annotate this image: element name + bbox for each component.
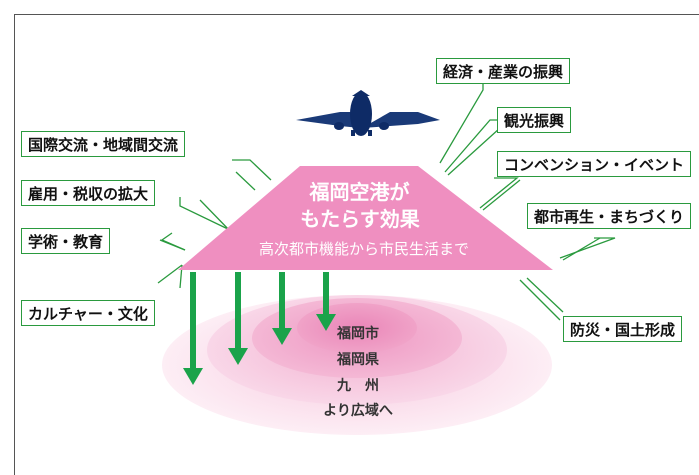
impact-arrows [183,272,336,385]
label-disaster: 防災・国土形成 [563,316,683,342]
diagram: 福岡空港が もたらす効果 高次都市機能から市民生活まで 福岡市 福岡県 九 州 … [14,14,699,475]
label-exchange: 国際交流・地域間交流 [21,131,186,157]
ring-label-wider: より広域へ [323,403,393,419]
center-title-line1: 福岡空港が [309,180,410,204]
center-title-line2: もたらす効果 [300,207,420,231]
label-convention: コンベンション・イベント [497,151,692,177]
diagram-graphics [157,72,616,435]
label-economy: 経済・産業の振興 [436,58,571,84]
ring-label-region: 九 州 [337,378,379,394]
center-subtitle: 高次都市機能から市民生活まで [258,240,469,258]
ring-label-city: 福岡市 [337,326,379,342]
label-tourism: 観光振興 [497,107,572,133]
frame-border [14,14,699,475]
pointer-lines [157,72,616,321]
label-urban: 都市再生・まちづくり [527,203,692,229]
label-culture: カルチャー・文化 [21,300,155,326]
effect-trapezoid [178,166,553,270]
airplane-icon [296,90,440,136]
label-employment: 雇用・税収の拡大 [21,180,156,206]
ring-label-prefecture: 福岡県 [337,352,379,368]
label-academic: 学術・教育 [21,228,111,254]
